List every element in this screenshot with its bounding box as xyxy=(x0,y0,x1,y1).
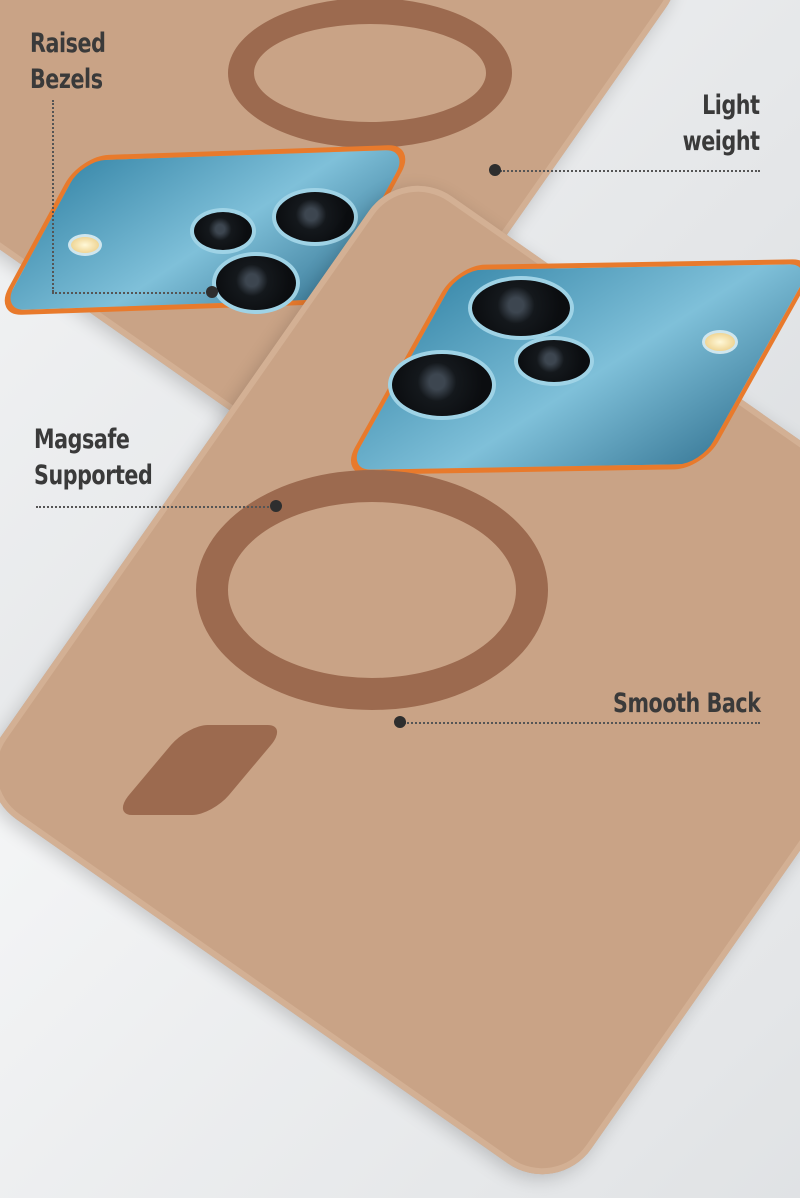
camera-lens xyxy=(388,350,496,420)
feature-label-magsafe: Magsafe Supported xyxy=(34,422,153,494)
magsafe-ring-top xyxy=(228,0,512,148)
callout-dot xyxy=(270,500,282,512)
camera-flash xyxy=(68,234,102,256)
label-line: weight xyxy=(683,126,760,157)
feature-label-smooth-back: Smooth Back xyxy=(612,688,761,719)
leader-line xyxy=(52,100,54,292)
leader-line xyxy=(52,292,212,294)
leader-line xyxy=(500,170,760,172)
label-line: Light xyxy=(702,90,761,121)
label-line: Magsafe xyxy=(34,424,130,455)
callout-dot xyxy=(489,164,501,176)
label-line: Raised xyxy=(30,28,106,59)
label-line: Supported xyxy=(34,460,153,491)
leader-line xyxy=(404,722,760,724)
camera-lens xyxy=(468,276,574,340)
camera-flash xyxy=(702,330,738,354)
camera-lens xyxy=(190,208,256,254)
feature-label-raised-bezels: Raised Bezels xyxy=(30,26,106,98)
leader-line xyxy=(36,506,276,508)
camera-lens xyxy=(514,336,594,386)
label-line: Bezels xyxy=(30,64,103,95)
callout-dot xyxy=(394,716,406,728)
feature-label-light-weight: Light weight xyxy=(683,88,760,160)
camera-lens xyxy=(212,252,300,314)
camera-lens xyxy=(272,188,358,246)
callout-dot xyxy=(206,286,218,298)
